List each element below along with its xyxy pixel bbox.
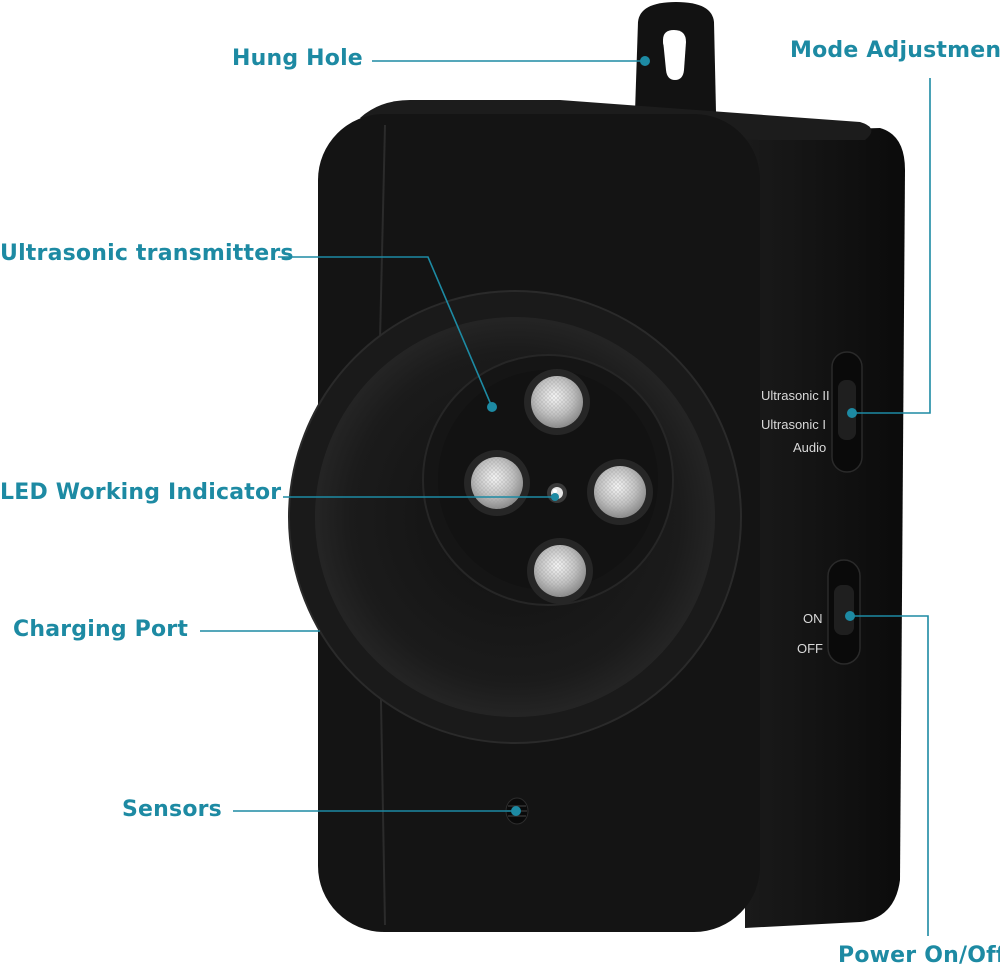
mode-adjustment-label: Mode Adjustment — [790, 38, 1000, 63]
mode-option-ultrasonic-ii: Ultrasonic II — [761, 388, 830, 403]
callout-line-mode — [852, 78, 931, 414]
led-working-indicator-label: LED Working Indicator — [0, 480, 282, 505]
power-option-on: ON — [803, 611, 823, 626]
speaker-cone — [288, 290, 742, 744]
hung-hole-label: Hung Hole — [232, 46, 363, 71]
callout-line-ultrasonic — [278, 256, 493, 408]
sensors-label: Sensors — [122, 797, 222, 822]
mode-switch — [831, 351, 863, 473]
power-on-off-label: Power On/Off — [838, 943, 1000, 968]
hung-hole-hanger — [635, 2, 716, 112]
mode-option-ultrasonic-i: Ultrasonic I — [761, 417, 827, 432]
callout-dots — [487, 56, 857, 816]
callout-line-power — [850, 615, 929, 936]
charging-port-label: Charging Port — [13, 617, 189, 642]
mode-option-audio: Audio — [793, 440, 827, 455]
power-switch — [827, 559, 861, 665]
ultrasonic-transmitters — [464, 369, 653, 604]
device-side-panel — [745, 128, 905, 928]
power-option-off: OFF — [797, 641, 823, 656]
callout-lines — [200, 60, 931, 936]
ultrasonic-transmitters-label: Ultrasonic transmitters — [0, 241, 294, 266]
